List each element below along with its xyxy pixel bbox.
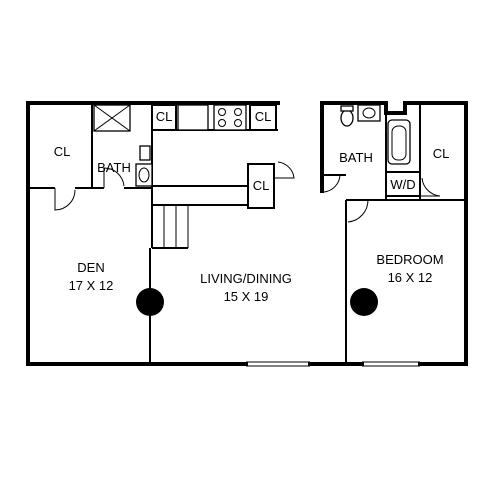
kitchen-fixtures <box>93 104 277 132</box>
door-swings <box>54 161 441 223</box>
bedroom-size: 16 X 12 <box>388 270 433 285</box>
bath-left-fixtures <box>135 145 153 187</box>
bath-left-label: BATH <box>97 160 131 175</box>
column-icon <box>350 288 378 316</box>
stove-icon <box>213 104 247 131</box>
den-closet-label: CL <box>54 144 71 159</box>
sink-icon <box>135 163 153 187</box>
living-name: LIVING/DINING <box>200 271 292 286</box>
kitchen-closet-a-label: CL <box>156 109 173 124</box>
sink-icon <box>357 104 381 122</box>
bath-right-fixtures <box>340 104 411 165</box>
bathtub-icon <box>387 119 411 165</box>
living-closet-label: CL <box>253 178 270 193</box>
den-name: DEN <box>77 260 104 275</box>
kitchen-closet-b-label: CL <box>255 109 272 124</box>
left-unit-walls <box>26 101 350 367</box>
toilet-icon <box>340 109 354 127</box>
bath-right-label: BATH <box>339 150 373 165</box>
bedroom-closet-label: CL <box>433 146 450 161</box>
right-unit-walls <box>320 101 468 367</box>
washer-dryer-label: W/D <box>390 177 415 192</box>
column-icon <box>136 288 164 316</box>
counter <box>177 104 209 131</box>
bedroom-name: BEDROOM <box>376 252 443 267</box>
living-size: 15 X 19 <box>224 289 269 304</box>
toilet-icon <box>139 145 151 161</box>
den-size: 17 X 12 <box>69 278 114 293</box>
